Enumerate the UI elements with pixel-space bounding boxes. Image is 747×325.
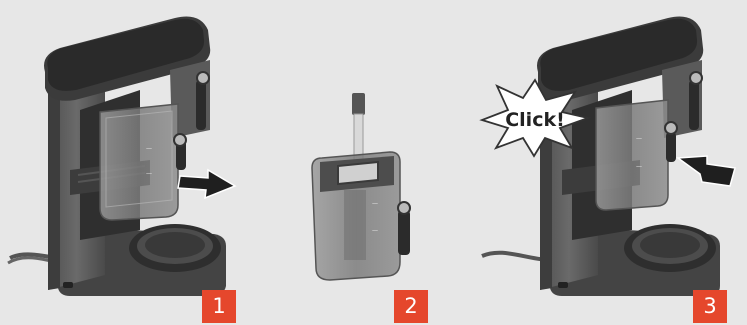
faucet: [352, 93, 365, 115]
svg-text:—: —: [372, 227, 378, 234]
water-reservoir: [596, 100, 668, 210]
click-label: Click!: [505, 109, 565, 131]
step-badge-1: 1: [202, 290, 236, 323]
step-badge-2: 2: [394, 290, 428, 323]
svg-text:—: —: [146, 145, 152, 152]
panel-3-reinsert-reservoir: — — Click!: [482, 17, 735, 297]
arrow-in-icon: [678, 156, 735, 186]
svg-text:—: —: [372, 200, 378, 207]
panel-2-fill-reservoir: — —: [312, 93, 410, 280]
panel-1-remove-reservoir: — —: [8, 17, 235, 297]
svg-text:—: —: [146, 170, 152, 177]
svg-text:—: —: [636, 163, 642, 170]
water-reservoir: [100, 104, 178, 220]
svg-text:—: —: [636, 135, 642, 142]
arrow-out-icon: [178, 170, 235, 198]
step-badge-3: 3: [693, 290, 727, 323]
